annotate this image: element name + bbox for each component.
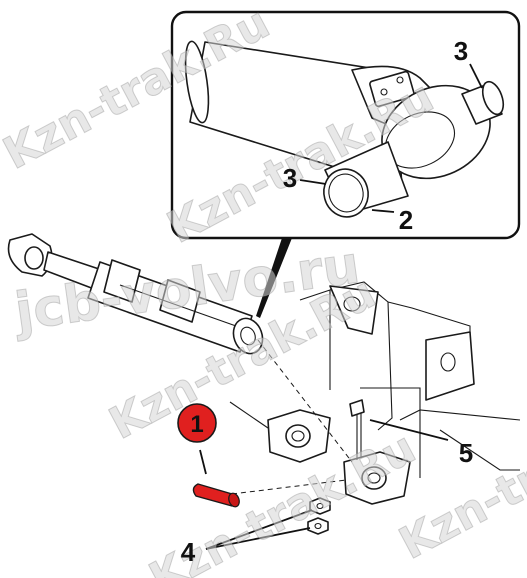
pin-axis (231, 479, 347, 495)
hydraulic-cylinder (7, 233, 264, 355)
callout-labels: 1 2 3 3 4 5 (181, 36, 473, 567)
detail-inset (170, 10, 521, 240)
callout-3-left: 3 (283, 163, 297, 193)
frame-structure (229, 281, 521, 505)
nuts (205, 497, 331, 550)
callout-2: 2 (399, 205, 413, 235)
inset-pointer (256, 238, 292, 318)
pivot-pin-highlighted (177, 403, 240, 508)
bolt (349, 399, 449, 460)
callout-1-badge (177, 403, 217, 443)
callout-4: 4 (181, 537, 196, 567)
callout-5: 5 (459, 438, 473, 468)
callout-3-top: 3 (454, 36, 468, 66)
callout-1: 1 (190, 411, 203, 438)
assembly-axis (257, 339, 353, 463)
